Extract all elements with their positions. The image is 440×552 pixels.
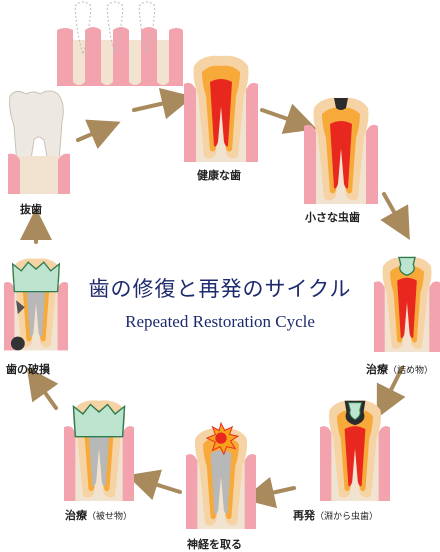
arrow-crown-to-fracture bbox=[26, 366, 59, 410]
title-english: Repeated Restoration Cycle bbox=[125, 312, 315, 331]
label-crown: 治療（被せ物） bbox=[65, 509, 133, 522]
label-filling: 治療（詰め物） bbox=[366, 363, 434, 376]
extraction-tooth-illustration bbox=[8, 90, 70, 194]
missing-teeth-illustration bbox=[57, 1, 183, 86]
arrow-small-to-filling bbox=[380, 192, 410, 240]
healthy-tooth-illustration bbox=[184, 55, 258, 162]
arrow-rootcanal-to-crown bbox=[126, 469, 182, 501]
root-canal-tooth-illustration bbox=[186, 421, 256, 529]
arrow-filling-to-recurrence bbox=[376, 366, 406, 419]
arrow-extraction-to-missing bbox=[76, 119, 121, 150]
arrow-recurrence-to-rootcanal bbox=[242, 476, 296, 509]
label-healthy: 健康な歯 bbox=[197, 169, 241, 182]
label-root-canal: 神経を取る bbox=[187, 538, 242, 551]
label-fracture: 歯の破損 bbox=[6, 363, 50, 376]
label-small-caries: 小さな虫歯 bbox=[305, 211, 360, 224]
arrow-missing-to-healthy bbox=[132, 87, 194, 120]
arrow-healthy-to-small bbox=[260, 103, 318, 134]
label-extraction: 抜歯 bbox=[20, 203, 42, 216]
label-recurrence: 再発（淵から虫歯） bbox=[293, 509, 379, 522]
small-caries-tooth-illustration bbox=[304, 97, 378, 204]
crown-tooth-illustration bbox=[64, 400, 134, 501]
recurrence-tooth-illustration bbox=[320, 400, 390, 501]
filling-tooth-illustration bbox=[374, 256, 440, 352]
fracture-tooth-illustration bbox=[4, 258, 68, 351]
title-japanese: 歯の修復と再発のサイクル bbox=[88, 277, 352, 301]
